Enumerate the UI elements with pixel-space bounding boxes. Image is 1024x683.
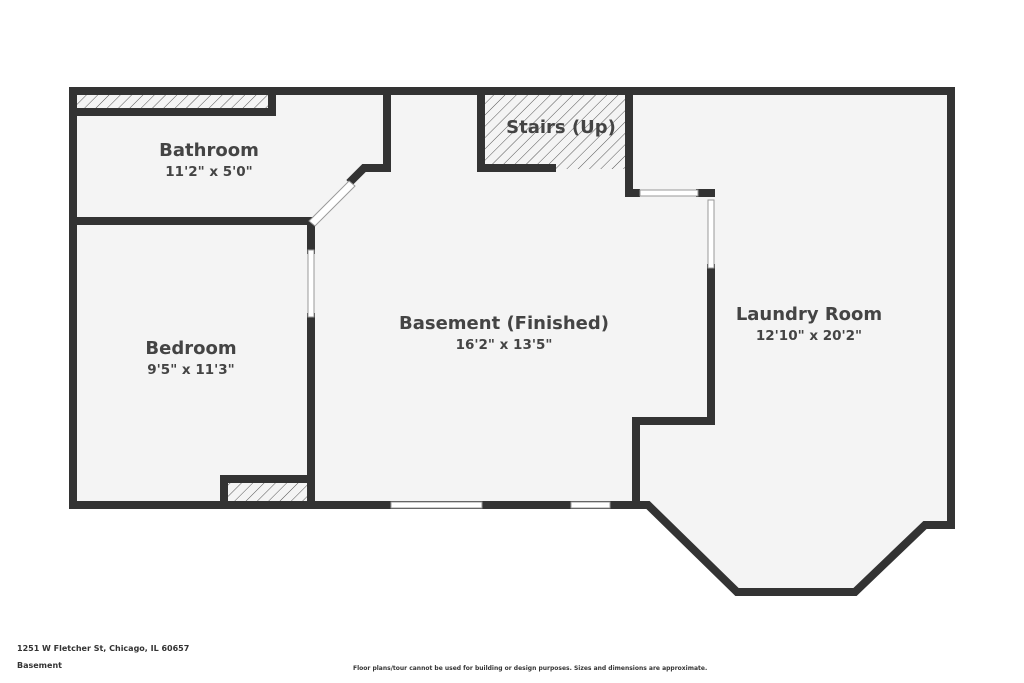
disclaimer: Floor plans/tour cannot be used for buil… bbox=[353, 665, 708, 672]
room-dims-laundry: 12'10" x 20'2" bbox=[756, 328, 862, 344]
bedroom-closet-hatch bbox=[228, 483, 308, 501]
floor-area bbox=[73, 91, 951, 592]
windows bbox=[307, 180, 715, 509]
stairs-hatch bbox=[485, 95, 627, 169]
room-dims-bedroom: 9'5" x 11'3" bbox=[147, 362, 234, 378]
room-dims-basement: 16'2" x 13'5" bbox=[456, 337, 553, 353]
bathroom-closet-hatch bbox=[77, 95, 272, 108]
room-name-bedroom: Bedroom bbox=[145, 338, 236, 359]
room-name-basement: Basement (Finished) bbox=[399, 313, 609, 334]
room-name-stairs: Stairs (Up) bbox=[506, 117, 616, 138]
room-name-bathroom: Bathroom bbox=[159, 140, 259, 161]
address: 1251 W Fletcher St, Chicago, IL 60657 bbox=[17, 644, 190, 653]
room-name-laundry: Laundry Room bbox=[736, 304, 882, 325]
floor-label: Basement bbox=[17, 661, 62, 670]
room-dims-bathroom: 11'2" x 5'0" bbox=[165, 164, 252, 180]
walls bbox=[69, 87, 955, 596]
